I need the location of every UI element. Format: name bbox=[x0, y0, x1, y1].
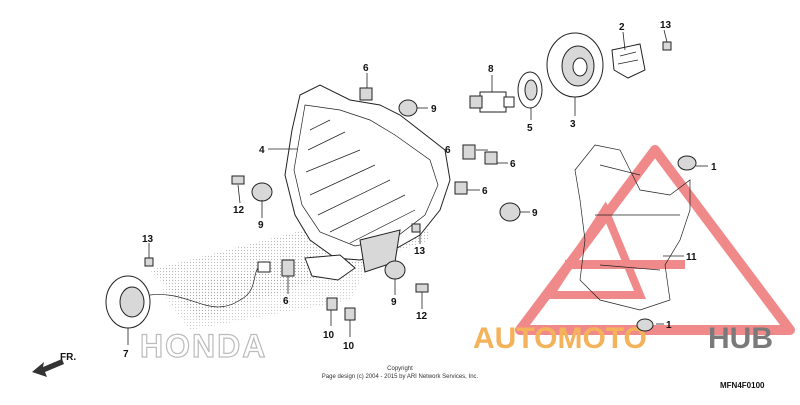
part-3-cover bbox=[546, 32, 604, 98]
callout-7: 7 bbox=[123, 349, 129, 360]
honda-watermark: HONDA bbox=[140, 328, 267, 364]
callout-5: 5 bbox=[527, 123, 533, 134]
part-1-caps bbox=[636, 155, 697, 332]
overlay-logo-inner-triangle bbox=[542, 201, 646, 299]
part-5-socket bbox=[517, 71, 543, 109]
part-11-wire-frame bbox=[574, 144, 691, 311]
part-7-position-lamp bbox=[105, 261, 271, 329]
callout-1-top: 1 bbox=[711, 162, 717, 173]
diagram-code: MFN4F0100 bbox=[720, 381, 765, 390]
callout-13-top: 13 bbox=[660, 20, 672, 31]
callout-6-grommet-c: 6 bbox=[482, 186, 488, 197]
callout-2: 2 bbox=[619, 22, 625, 33]
callout-6-top: 6 bbox=[363, 63, 369, 74]
part-9-mounts bbox=[251, 99, 521, 280]
callout-3: 3 bbox=[570, 119, 576, 130]
part-2-bracket bbox=[611, 43, 646, 79]
callout-12-right: 12 bbox=[416, 311, 428, 322]
callout-9-left: 9 bbox=[258, 220, 264, 231]
callout-9-bottom: 9 bbox=[391, 297, 397, 308]
copyright-line-1: Copyright bbox=[387, 366, 413, 372]
overlay-logo-suffix: HUB bbox=[708, 322, 773, 355]
overlay-logo-bar bbox=[565, 260, 685, 269]
callout-12-left: 12 bbox=[233, 205, 245, 216]
leader-lines bbox=[127, 29, 708, 345]
callout-11: 11 bbox=[686, 252, 697, 263]
part-8-bulb bbox=[469, 91, 515, 113]
callout-1-bottom: 1 bbox=[666, 320, 672, 331]
headlight-housing bbox=[284, 84, 451, 281]
fr-label: FR. bbox=[60, 352, 76, 363]
callout-6-grommet-a: 6 bbox=[445, 145, 451, 156]
overlay-logo: AUTOMOTO HUB bbox=[473, 145, 795, 355]
part-13-screw-mid bbox=[411, 223, 421, 233]
callout-9-top: 9 bbox=[431, 104, 437, 115]
fr-direction-arrow: FR. bbox=[32, 352, 76, 377]
callout-13-left: 13 bbox=[142, 234, 154, 245]
callout-9-right: 9 bbox=[532, 208, 538, 219]
part-13-screw-left bbox=[144, 257, 154, 267]
callout-10-b: 10 bbox=[343, 341, 355, 352]
overlay-logo-triangle bbox=[515, 145, 795, 335]
part-6-grommets bbox=[281, 87, 498, 277]
callout-8: 8 bbox=[488, 64, 494, 75]
callouts: 1 1 2 3 4 5 6 6 6 6 6 7 8 9 9 9 9 10 10 … bbox=[123, 20, 717, 360]
part-13-screw-top bbox=[662, 41, 672, 51]
callout-6-grommet-b: 6 bbox=[510, 159, 516, 170]
callout-4: 4 bbox=[259, 145, 265, 156]
callout-10-a: 10 bbox=[323, 330, 335, 341]
copyright-line-2: Page design (c) 2004 - 2015 by ARI Netwo… bbox=[322, 374, 479, 380]
overlay-logo-prefix: AUTOMOTO bbox=[473, 322, 647, 355]
callout-6-bottom: 6 bbox=[283, 296, 289, 307]
callout-13-mid: 13 bbox=[414, 246, 426, 257]
